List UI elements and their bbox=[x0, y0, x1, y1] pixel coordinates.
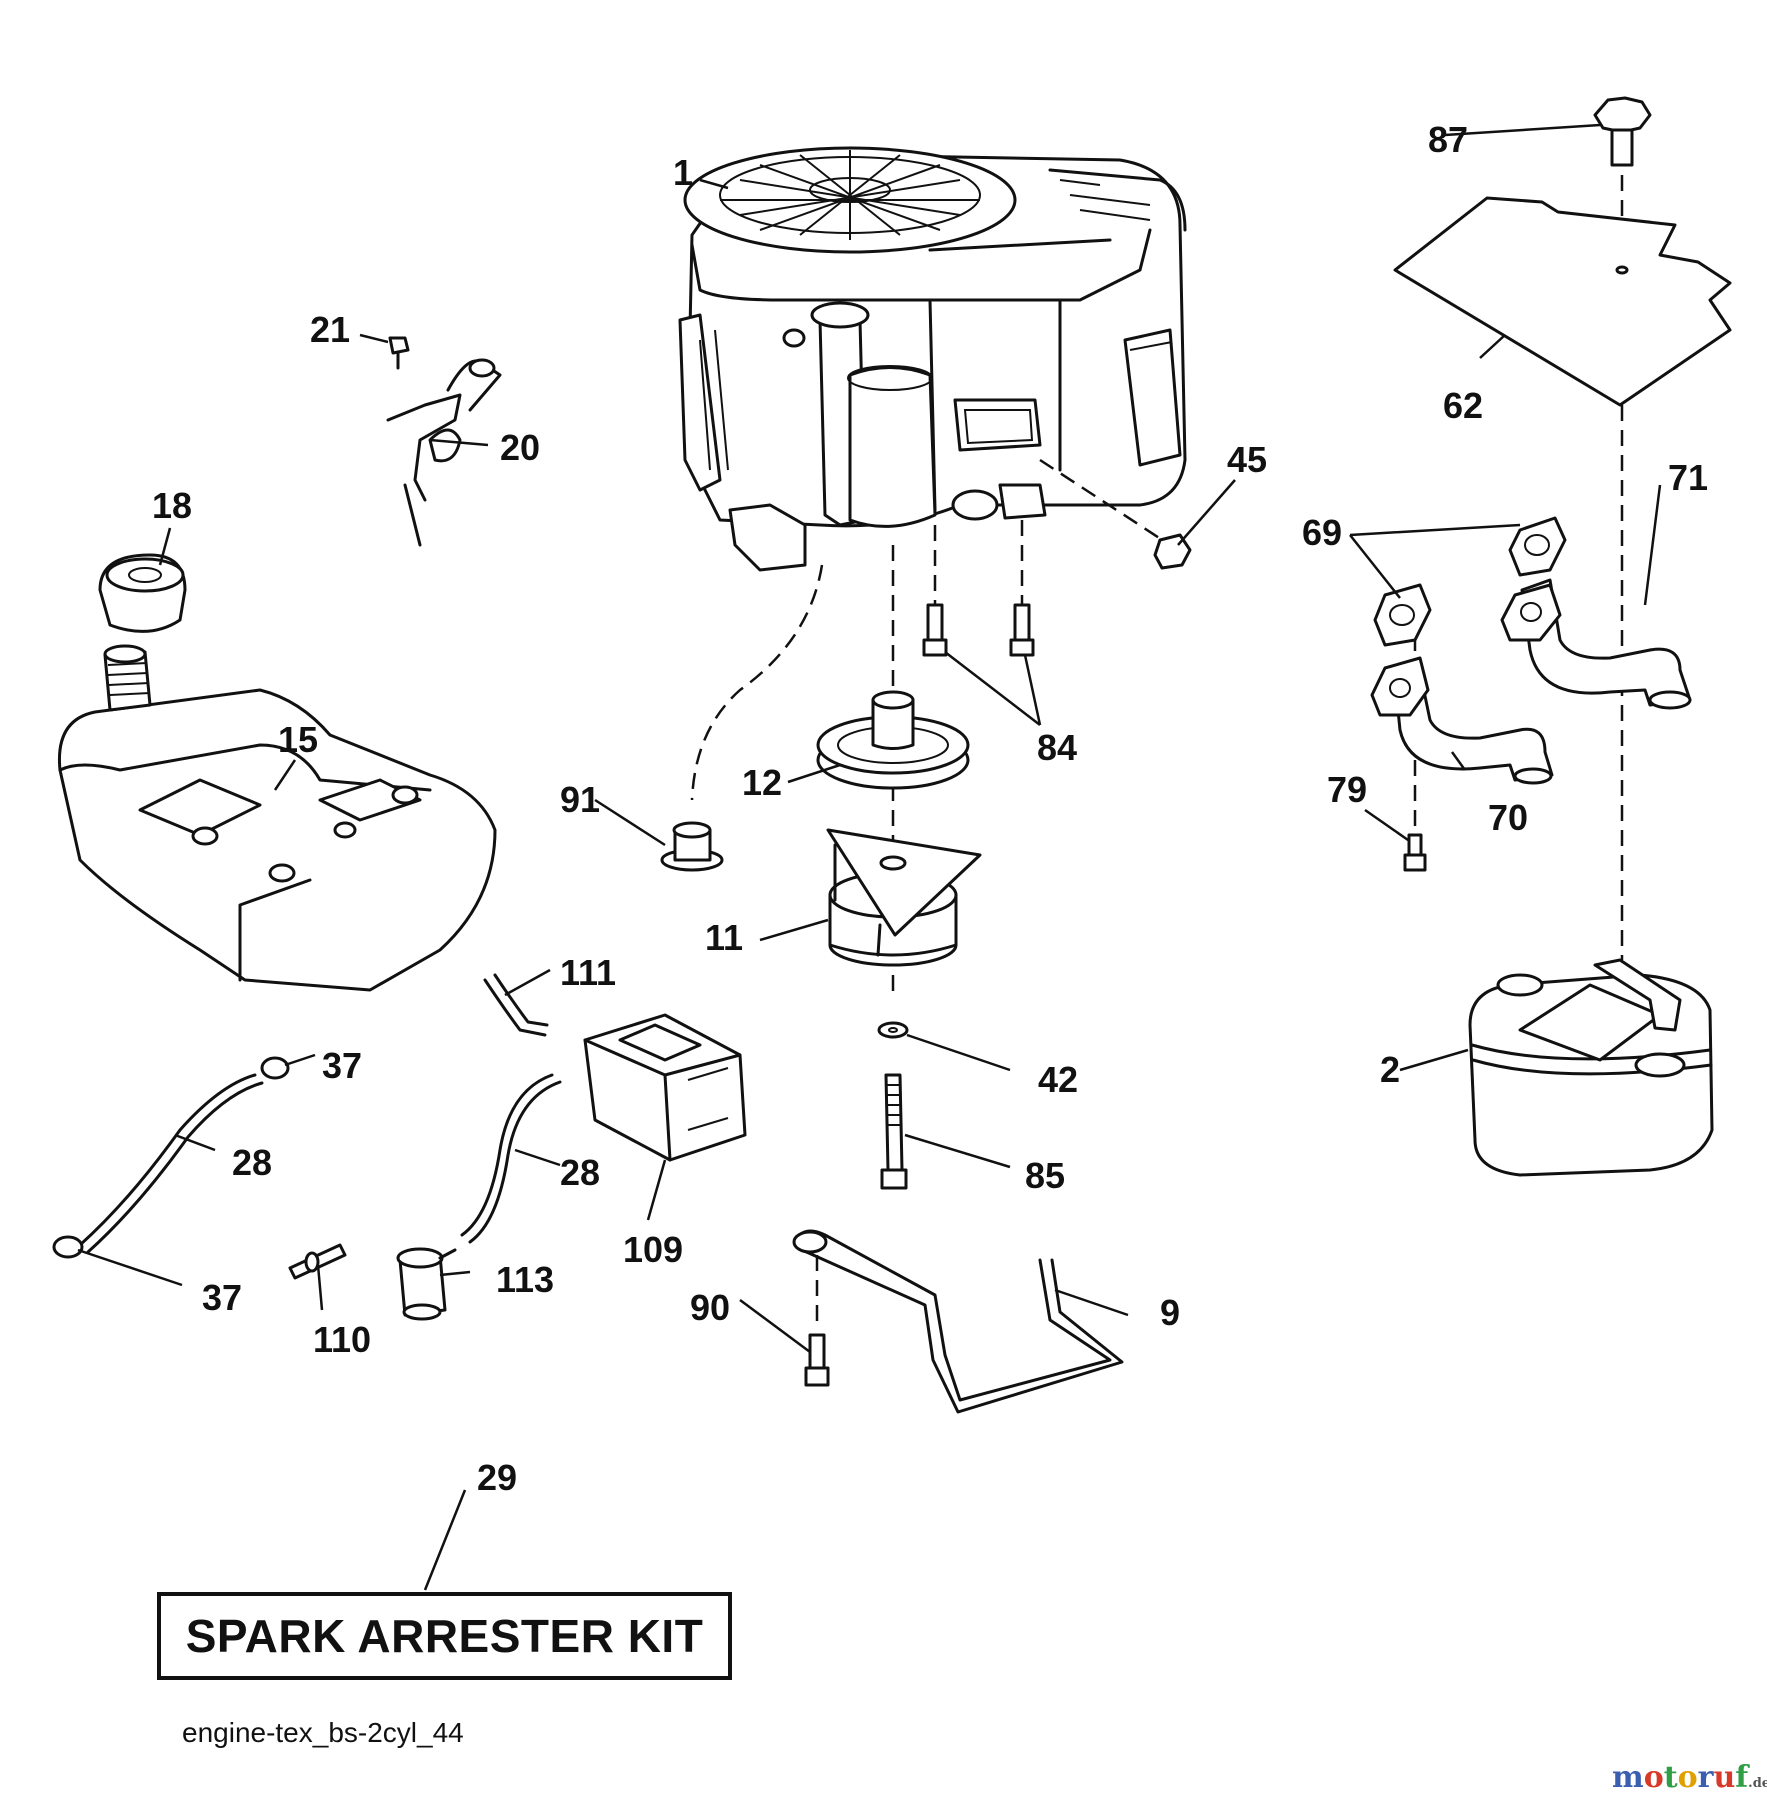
fuel-filter-113 bbox=[396, 1247, 457, 1321]
callout-12: 12 bbox=[742, 762, 782, 803]
bolt-84-b bbox=[1009, 603, 1035, 657]
watermark-char: o bbox=[1643, 1760, 1664, 1795]
watermark-suffix: .de bbox=[1748, 1776, 1767, 1791]
screw-79 bbox=[1403, 833, 1427, 872]
watermark-logo: motoruf.de bbox=[1612, 1760, 1767, 1795]
callout-15: 15 bbox=[278, 719, 318, 760]
callout-113: 113 bbox=[496, 1259, 554, 1300]
fuel-cap bbox=[98, 553, 187, 633]
assembly-line-45 bbox=[1039, 458, 1171, 547]
bolt-84-a bbox=[922, 603, 948, 657]
callout-28-center: 28 bbox=[560, 1152, 600, 1193]
callout-1: 1 bbox=[673, 152, 693, 193]
diagram-id: engine-tex_bs-2cyl_44 bbox=[182, 1717, 464, 1748]
callout-110: 110 bbox=[313, 1319, 371, 1360]
callout-21: 21 bbox=[310, 309, 350, 350]
callout-37-top: 37 bbox=[322, 1045, 362, 1086]
callout-111: 111 bbox=[560, 952, 616, 993]
washer-42 bbox=[877, 1021, 909, 1039]
callout-18: 18 bbox=[152, 485, 192, 526]
leader-lines bbox=[77, 123, 1662, 1591]
fitting-110 bbox=[288, 1243, 347, 1280]
callout-37-bottom: 37 bbox=[202, 1277, 242, 1318]
callout-90: 90 bbox=[690, 1287, 730, 1328]
rod-9 bbox=[792, 1229, 1124, 1414]
watermark-char: f bbox=[1735, 1760, 1749, 1795]
fuel-tank bbox=[57, 644, 497, 992]
fuel-hose-28-center bbox=[460, 1073, 562, 1244]
engine-assembly bbox=[678, 146, 1187, 572]
gasket-69-a bbox=[1508, 516, 1567, 577]
screw-90 bbox=[804, 1333, 830, 1387]
evap-canister-109 bbox=[583, 1013, 747, 1162]
callout-29: 29 bbox=[477, 1457, 517, 1498]
callout-87: 87 bbox=[1428, 119, 1468, 160]
callout-109: 109 bbox=[623, 1229, 683, 1270]
nut-45 bbox=[1153, 533, 1192, 570]
vent-hose-111 bbox=[483, 973, 549, 1037]
exhaust-pipe-71 bbox=[1500, 578, 1692, 710]
pulley bbox=[816, 690, 970, 790]
callout-62: 62 bbox=[1443, 385, 1483, 426]
callout-11: 11 bbox=[705, 917, 743, 958]
watermark-char: r bbox=[1697, 1760, 1714, 1795]
callout-45: 45 bbox=[1227, 439, 1267, 480]
assembly-line-91 bbox=[690, 564, 824, 801]
callout-70: 70 bbox=[1488, 797, 1528, 838]
watermark-char: o bbox=[1677, 1760, 1698, 1795]
callout-labels: 1 2 9 11 12 15 18 20 21 28 28 29 37 37 4… bbox=[152, 119, 1708, 1498]
watermark-char: u bbox=[1713, 1760, 1736, 1795]
hose-clamp-37-top bbox=[260, 1056, 290, 1080]
callout-9: 9 bbox=[1160, 1292, 1180, 1333]
muffler bbox=[1468, 958, 1714, 1177]
callout-20: 20 bbox=[500, 427, 540, 468]
callout-91: 91 bbox=[560, 779, 600, 820]
watermark-char: m bbox=[1612, 1760, 1644, 1795]
callout-2: 2 bbox=[1380, 1049, 1400, 1090]
callout-69: 69 bbox=[1302, 512, 1342, 553]
electric-clutch bbox=[826, 828, 982, 967]
callout-84: 84 bbox=[1037, 727, 1077, 768]
heat-shield bbox=[1393, 196, 1732, 407]
spark-arrester-kit-box: SPARK ARRESTER KIT bbox=[157, 1592, 732, 1680]
throttle-bracket bbox=[386, 358, 502, 547]
screw-21 bbox=[388, 336, 410, 370]
gasket-69-b bbox=[1373, 583, 1432, 647]
callout-85: 85 bbox=[1025, 1155, 1065, 1196]
exhaust-pipe-70 bbox=[1370, 656, 1554, 785]
bushing-91 bbox=[660, 821, 724, 872]
callout-71: 71 bbox=[1668, 457, 1708, 498]
knob-87 bbox=[1593, 96, 1652, 167]
callout-42: 42 bbox=[1038, 1059, 1078, 1100]
watermark-char: t bbox=[1663, 1760, 1678, 1795]
bolt-85 bbox=[880, 1073, 908, 1190]
spark-arrester-kit-label: SPARK ARRESTER KIT bbox=[185, 1610, 704, 1662]
callout-79: 79 bbox=[1327, 769, 1367, 810]
hose-clamp-37-bottom bbox=[52, 1235, 84, 1259]
callout-28-left: 28 bbox=[232, 1142, 272, 1183]
